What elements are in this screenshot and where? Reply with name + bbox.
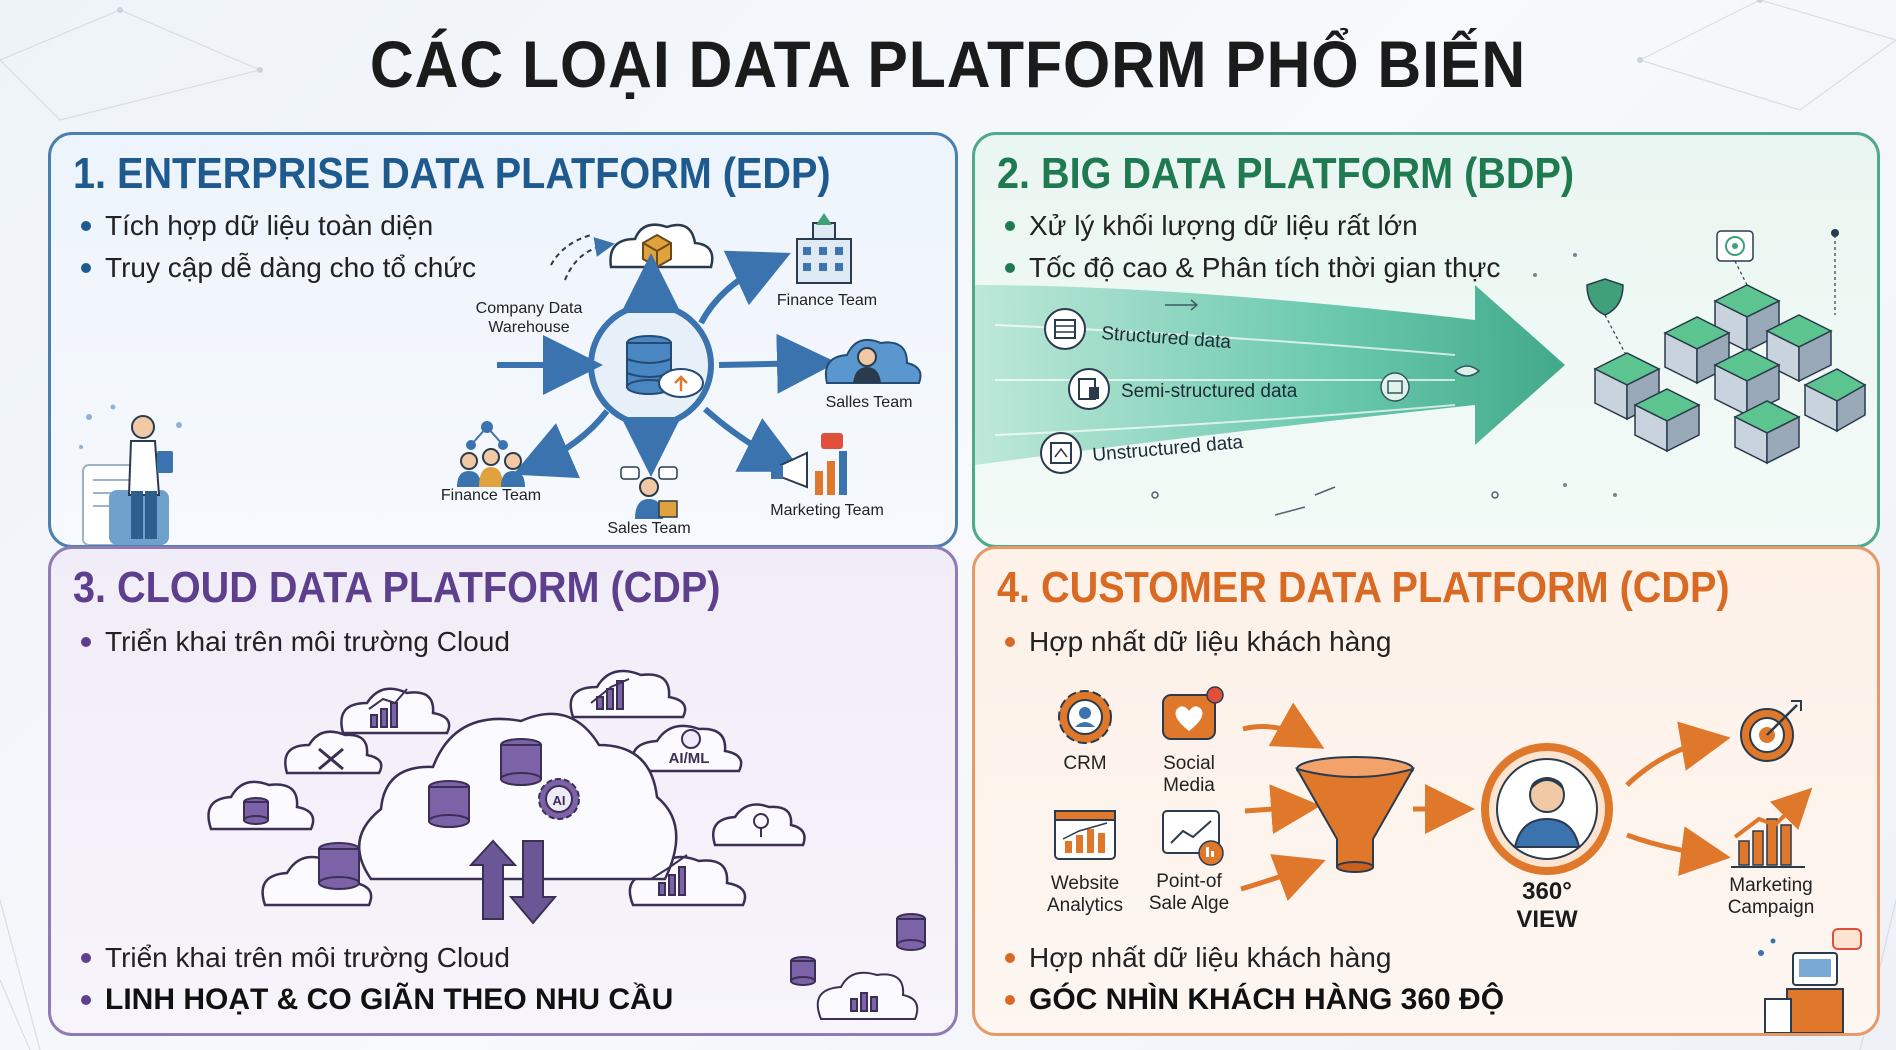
customer-bullet-list-bottom: Hợp nhất dữ liệu khách hàng GÓC NHÌN KHÁ… bbox=[1001, 937, 1504, 1021]
social-label-line2: Media bbox=[1163, 775, 1215, 796]
customer-diagram: CRM Social Media Website Analytics Point… bbox=[1047, 686, 1862, 1033]
campaign-label-line2: Campaign bbox=[1728, 897, 1815, 918]
crm-gear-icon bbox=[1058, 690, 1112, 744]
ai-gear-icon: AI bbox=[538, 778, 580, 820]
warehouse-label-line1: Company Data bbox=[476, 300, 583, 317]
sync-arrows-icon bbox=[468, 839, 558, 925]
cloud-tools-icon bbox=[284, 730, 383, 775]
unstructured-data-icon bbox=[1040, 432, 1082, 474]
ai-gear-label: AI bbox=[553, 793, 566, 808]
customer-bullet-list-top: Hợp nhất dữ liệu khách hàng bbox=[1001, 621, 1391, 663]
edp-diagram: Company Data Warehouse Finance Team Sa bbox=[79, 213, 922, 545]
social-media-heart-icon bbox=[1162, 686, 1224, 740]
target-icon bbox=[1740, 700, 1802, 762]
central-database-hub-icon bbox=[588, 302, 714, 428]
cloud-aiml-icon bbox=[631, 724, 743, 773]
list-item: Hợp nhất dữ liệu khách hàng bbox=[1001, 937, 1504, 979]
finance-team-left-label: Finance Team bbox=[441, 487, 541, 504]
database-icon bbox=[243, 738, 542, 890]
bdp-bullet-list: Xử lý khối lượng dữ liệu rất lớn Tốc độ … bbox=[1001, 205, 1500, 289]
point-of-sale-icon bbox=[1162, 810, 1224, 866]
lightbulb-icon bbox=[753, 813, 769, 837]
warehouse-label-line2: Warehouse bbox=[488, 319, 569, 336]
team-group-icon bbox=[457, 421, 525, 487]
aiml-label: AI/ML bbox=[669, 750, 710, 767]
growth-chart-icon bbox=[1731, 787, 1813, 868]
presenter-icon bbox=[620, 466, 678, 519]
list-item-strong: LINH HOẠT & CO GIÃN THEO NHU CẦU bbox=[77, 979, 673, 1021]
panel-customer-data-platform: 4. CUSTOMER DATA PLATFORM (CDP) Hợp nhất… bbox=[972, 546, 1880, 1036]
edp-bullet-list: Tích hợp dữ liệu toàn diện Truy cập dễ d… bbox=[77, 205, 476, 289]
list-item: Triển khai trên môi trường Cloud bbox=[77, 937, 673, 979]
list-item: Hợp nhất dữ liệu khách hàng bbox=[1001, 621, 1391, 663]
page-title: CÁC LOẠI DATA PLATFORM PHỔ BIẾN bbox=[369, 27, 1527, 101]
building-icon bbox=[796, 213, 852, 284]
funnel-icon bbox=[1294, 756, 1416, 873]
cloud-storage-decor-icon bbox=[790, 913, 926, 1020]
view-label-line2: VIEW bbox=[1516, 906, 1578, 933]
campaign-label-line1: Marketing bbox=[1729, 875, 1812, 896]
view-label-line1: 360° bbox=[1522, 878, 1572, 905]
panel-cloud-data-platform: 3. CLOUD DATA PLATFORM (CDP) Triển khai … bbox=[48, 546, 958, 1036]
list-item-strong: GÓC NHÌN KHÁCH HÀNG 360 ĐỘ bbox=[1001, 979, 1504, 1021]
list-item: Tích hợp dữ liệu toàn diện bbox=[77, 205, 476, 247]
website-label-line1: Website bbox=[1051, 873, 1119, 894]
list-item: Tốc độ cao & Phân tích thời gian thực bbox=[1001, 247, 1500, 289]
panel-title-customer: 4. CUSTOMER DATA PLATFORM (CDP) bbox=[997, 563, 1730, 612]
cloud-diagram: AI AI/ML bbox=[207, 669, 926, 1020]
main-cloud-icon bbox=[357, 712, 678, 881]
cloud-light-icon bbox=[712, 803, 806, 847]
gear-icon bbox=[681, 729, 701, 749]
list-item: Xử lý khối lượng dữ liệu rất lớn bbox=[1001, 205, 1500, 247]
panel-title-cloud: 3. CLOUD DATA PLATFORM (CDP) bbox=[73, 563, 721, 612]
panel-big-data-platform: 2. BIG DATA PLATFORM (BDP) Xử lý khối lư… bbox=[972, 132, 1880, 548]
bdp-diagram: Structured data Semi-structured data Uns… bbox=[975, 229, 1867, 516]
panel-title-bdp: 2. BIG DATA PLATFORM (BDP) bbox=[997, 149, 1575, 198]
website-analytics-icon bbox=[1054, 810, 1116, 860]
structured-data-icon bbox=[1044, 308, 1086, 350]
finance-team-top-label: Finance Team bbox=[777, 292, 877, 309]
semi-structured-data-icon bbox=[1068, 368, 1110, 410]
social-label-line1: Social bbox=[1163, 753, 1215, 774]
data-flow-arrow bbox=[975, 285, 1565, 465]
cloud-warehouse-icon bbox=[550, 223, 714, 281]
megaphone-icon bbox=[771, 433, 847, 495]
desk-monitor-icon bbox=[1758, 928, 1862, 1033]
website-label-line2: Analytics bbox=[1047, 895, 1123, 916]
sales-team-label: Sales Team bbox=[607, 520, 690, 537]
list-item: Triển khai trên môi trường Cloud bbox=[77, 621, 510, 663]
list-item: Truy cập dễ dàng cho tổ chức bbox=[77, 247, 476, 289]
person-with-tablet-icon bbox=[79, 404, 182, 545]
marketing-team-label: Marketing Team bbox=[770, 502, 884, 519]
customer-360-view-icon bbox=[1481, 743, 1613, 875]
semi-structured-data-label: Semi-structured data bbox=[1121, 381, 1298, 402]
salles-team-label: Salles Team bbox=[826, 394, 913, 411]
panel-enterprise-data-platform: 1. ENTERPRISE DATA PLATFORM (EDP) Tích h… bbox=[48, 132, 958, 548]
pos-label-line1: Point-of bbox=[1156, 871, 1222, 892]
panel-title-edp: 1. ENTERPRISE DATA PLATFORM (EDP) bbox=[73, 149, 831, 198]
pos-label-line2: Sale Alge bbox=[1149, 893, 1229, 914]
cloud-bullet-list-bottom: Triển khai trên môi trường Cloud LINH HO… bbox=[77, 937, 673, 1021]
cloud-person-icon bbox=[825, 339, 922, 384]
server-cluster-icon bbox=[1586, 229, 1867, 465]
cloud-growth-icon bbox=[569, 669, 687, 719]
tools-icon bbox=[318, 747, 344, 771]
cloud-bullet-list-top: Triển khai trên môi trường Cloud bbox=[77, 621, 510, 663]
crm-label: CRM bbox=[1063, 753, 1106, 774]
